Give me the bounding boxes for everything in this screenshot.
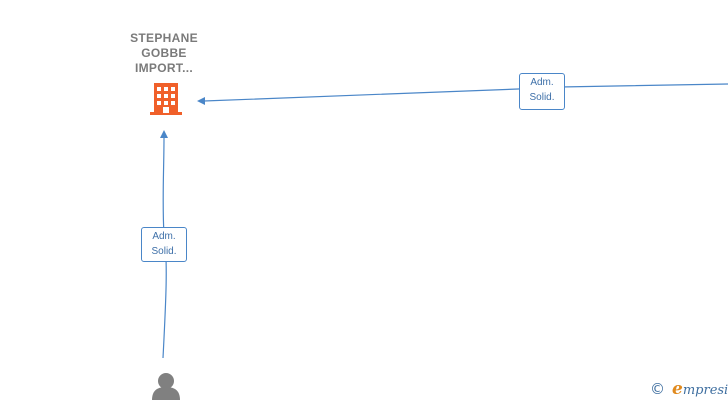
brand-initial: e [672, 379, 683, 399]
copyright-icon: © [650, 380, 665, 398]
edge-arrowhead-person [160, 130, 168, 138]
brand-rest: mpresia [682, 383, 728, 398]
empresia-logo: empresia [672, 379, 728, 399]
edge-arrowhead-right [197, 97, 205, 105]
edge-line-right-to-company [203, 83, 728, 102]
company-name-line-3: IMPORT... [134, 61, 194, 75]
company-name[interactable]: STEPHANE GOBBE IMPORT... [114, 31, 214, 76]
edge-label-person-line-1: Adm. [152, 231, 176, 242]
edge-label-right[interactable]: Adm. Solid. [519, 73, 565, 110]
person-icon[interactable] [152, 373, 180, 400]
edge-label-right-line-1: Adm. [530, 77, 554, 88]
edge-label-person-line-2: Solid. [151, 246, 177, 257]
building-icon[interactable] [150, 83, 182, 115]
edge-label-right-line-2: Solid. [529, 92, 555, 103]
edge-label-person[interactable]: Adm. Solid. [141, 227, 187, 262]
company-name-line-1: STEPHANE [130, 31, 198, 45]
company-name-line-2: GOBBE [141, 46, 187, 60]
